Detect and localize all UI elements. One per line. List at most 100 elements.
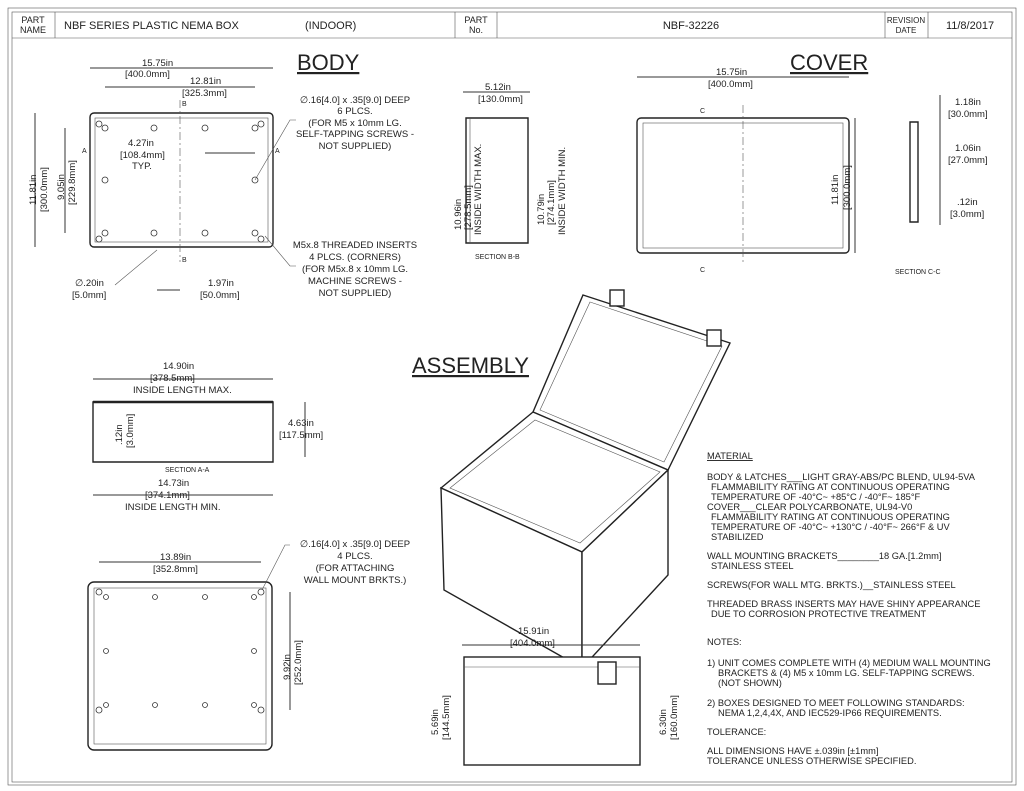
notes-block: MATERIAL BODY & LATCHES___LIGHT GRAY-ABS… <box>707 451 991 766</box>
bottom-inner <box>93 587 267 745</box>
note-line: WALL MOUNT BRKTS.) <box>304 575 407 586</box>
dim-text: 15.75in <box>142 58 173 69</box>
bottom-view: 13.89in [352.8mm] 9.92in [252.0mm] ∅.16[… <box>87 539 410 751</box>
note-line: NOT SUPPLIED) <box>319 141 392 152</box>
dim-text: 5.12in <box>485 82 511 93</box>
note-line: SCREWS(FOR WALL MTG. BRKTS.)__STAINLESS … <box>707 580 956 590</box>
note-line: ∅.16[4.0] x .35[9.0] DEEP <box>300 95 410 106</box>
dim-text: INSIDE WIDTH MIN. <box>557 147 568 235</box>
latch <box>706 329 722 347</box>
dim-text: 12.81in <box>190 76 221 87</box>
dim-text: 13.89in <box>160 552 191 563</box>
dim-text: [252.0mm] <box>293 640 304 685</box>
note-line: ALL DIMENSIONS HAVE ±.039in [±1mm] <box>707 746 878 756</box>
note-line: DUE TO CORROSION PROTECTIVE TREATMENT <box>711 609 927 619</box>
dim-text: .12in <box>114 424 125 445</box>
note-line: TOLERANCE UNLESS OTHERWISE SPECIFIED. <box>707 756 916 766</box>
environment: (INDOOR) <box>305 20 356 32</box>
dim-text: [160.0mm] <box>669 695 680 740</box>
dim-text: [378.5mm] <box>150 373 195 384</box>
sheet-border <box>7 7 1017 786</box>
part-no-label: No. <box>469 25 483 35</box>
dim-text: [144.5mm] <box>441 695 452 740</box>
note-line: STAINLESS STEEL <box>711 561 794 571</box>
sheet-inner-border <box>11 11 1013 783</box>
section-outline <box>909 121 919 223</box>
body-top-view: 15.75in [400.0mm] 12.81in [325.3mm] 4.27… <box>28 58 417 301</box>
note-line: 2) BOXES DESIGNED TO MEET FOLLOWING STAN… <box>707 698 965 708</box>
section-mark: A <box>275 148 280 155</box>
notes-heading: NOTES: <box>707 637 742 647</box>
dim-text: [108.4mm] <box>120 150 165 161</box>
note-line: COVER___CLEAR POLYCARBONATE, UL94-V0 <box>707 502 912 512</box>
note-line: THREADED BRASS INSERTS MAY HAVE SHINY AP… <box>707 599 980 609</box>
dim-text: 1.18in <box>955 97 981 108</box>
body-inner <box>449 419 661 544</box>
dim-text: INSIDE LENGTH MAX. <box>133 385 232 396</box>
screw-holes <box>95 120 265 243</box>
dim-text: 11.81in <box>830 175 841 205</box>
bottom-outline <box>87 581 273 751</box>
body-outline <box>89 112 274 248</box>
assembly-isometric <box>439 289 731 670</box>
section-label: SECTION C-C <box>895 269 941 276</box>
note-line: (NOT SHOWN) <box>718 678 782 688</box>
section-mark: B <box>182 257 187 264</box>
part-name: NBF SERIES PLASTIC NEMA BOX <box>64 20 239 32</box>
note-line: 4 PLCS. <box>337 551 372 562</box>
dim-text: .12in <box>957 197 978 208</box>
section-outline <box>465 117 529 244</box>
dim-text: 4.27in <box>128 138 154 149</box>
note-line: NOT SUPPLIED) <box>319 288 392 299</box>
revision-label: DATE <box>896 26 917 35</box>
material-heading: MATERIAL <box>707 451 753 461</box>
part-name-label: PART <box>21 15 45 25</box>
dim-text: [229.8mm] <box>67 160 78 205</box>
dim-text: 15.75in <box>716 67 747 78</box>
section-mark: C <box>700 267 705 274</box>
dim-text: [352.8mm] <box>153 564 198 575</box>
dim-text: 1.97in <box>208 278 234 289</box>
dim-text: [117.5mm] <box>279 430 323 441</box>
section-mark: B <box>182 101 187 108</box>
section-aa: 14.90in [378.5mm] INSIDE LENGTH MAX. 4.6… <box>92 361 323 513</box>
body-inner <box>94 117 269 243</box>
part-name-label: NAME <box>20 25 46 35</box>
dim-text: [3.0mm] <box>125 414 136 448</box>
section-label: SECTION B-B <box>475 254 520 261</box>
note-line: TEMPERATURE OF -40°C~ +130°C / -40°F~ 26… <box>711 522 950 532</box>
section-bb: 5.12in [130.0mm] 10.96in [278.5mm] INSID… <box>453 82 568 261</box>
dim-text: [325.3mm] <box>182 88 227 99</box>
revision-label: REVISION <box>887 16 925 25</box>
note-line: SELF-TAPPING SCREWS - <box>296 129 414 140</box>
title-block: PART NAME NBF SERIES PLASTIC NEMA BOX (I… <box>12 12 1012 39</box>
section-mark: C <box>700 108 705 115</box>
note-line: 6 PLCS. <box>337 106 372 117</box>
dim-text: 15.91in <box>518 626 549 637</box>
cover-view: 15.75in [400.0mm] 11.81in [300.0mm] C C <box>636 67 856 274</box>
body-side <box>581 468 669 670</box>
dim-text: 14.73in <box>158 478 189 489</box>
dim-text: [3.0mm] <box>950 209 984 220</box>
revision-date: 11/8/2017 <box>946 20 994 32</box>
note-line: (FOR M5x.8 x 10mm LG. <box>302 264 408 275</box>
note-line: MACHINE SCREWS - <box>308 276 402 287</box>
dim-text: 6.30in <box>658 709 669 735</box>
section-cc: 1.18in [30.0mm] 1.06in [27.0mm] .12in [3… <box>895 95 988 276</box>
note-line: (FOR M5 x 10mm LG. <box>308 118 401 129</box>
part-no: NBF-32226 <box>663 20 719 32</box>
note-holes: ∅.16[4.0] x .35[9.0] DEEP 6 PLCS. (FOR M… <box>296 95 414 152</box>
heading-assembly: ASSEMBLY <box>412 353 529 378</box>
note-line: WALL MOUNTING BRACKETS________18 GA.[1.2… <box>707 551 941 561</box>
dim-text: INSIDE WIDTH MAX. <box>473 144 484 235</box>
note-line: NEMA 1,2,4,4X, AND IEC529-IP66 REQUIREME… <box>718 708 942 718</box>
dim-text: [30.0mm] <box>948 109 988 120</box>
leader <box>264 235 296 267</box>
section-label: SECTION A-A <box>165 467 210 474</box>
leader <box>254 119 296 181</box>
dim-text: [27.0mm] <box>948 155 988 166</box>
dim-text: [404.0mm] <box>510 638 555 649</box>
dim-text: [50.0mm] <box>200 290 240 301</box>
dim-text: 1.06in <box>955 143 981 154</box>
